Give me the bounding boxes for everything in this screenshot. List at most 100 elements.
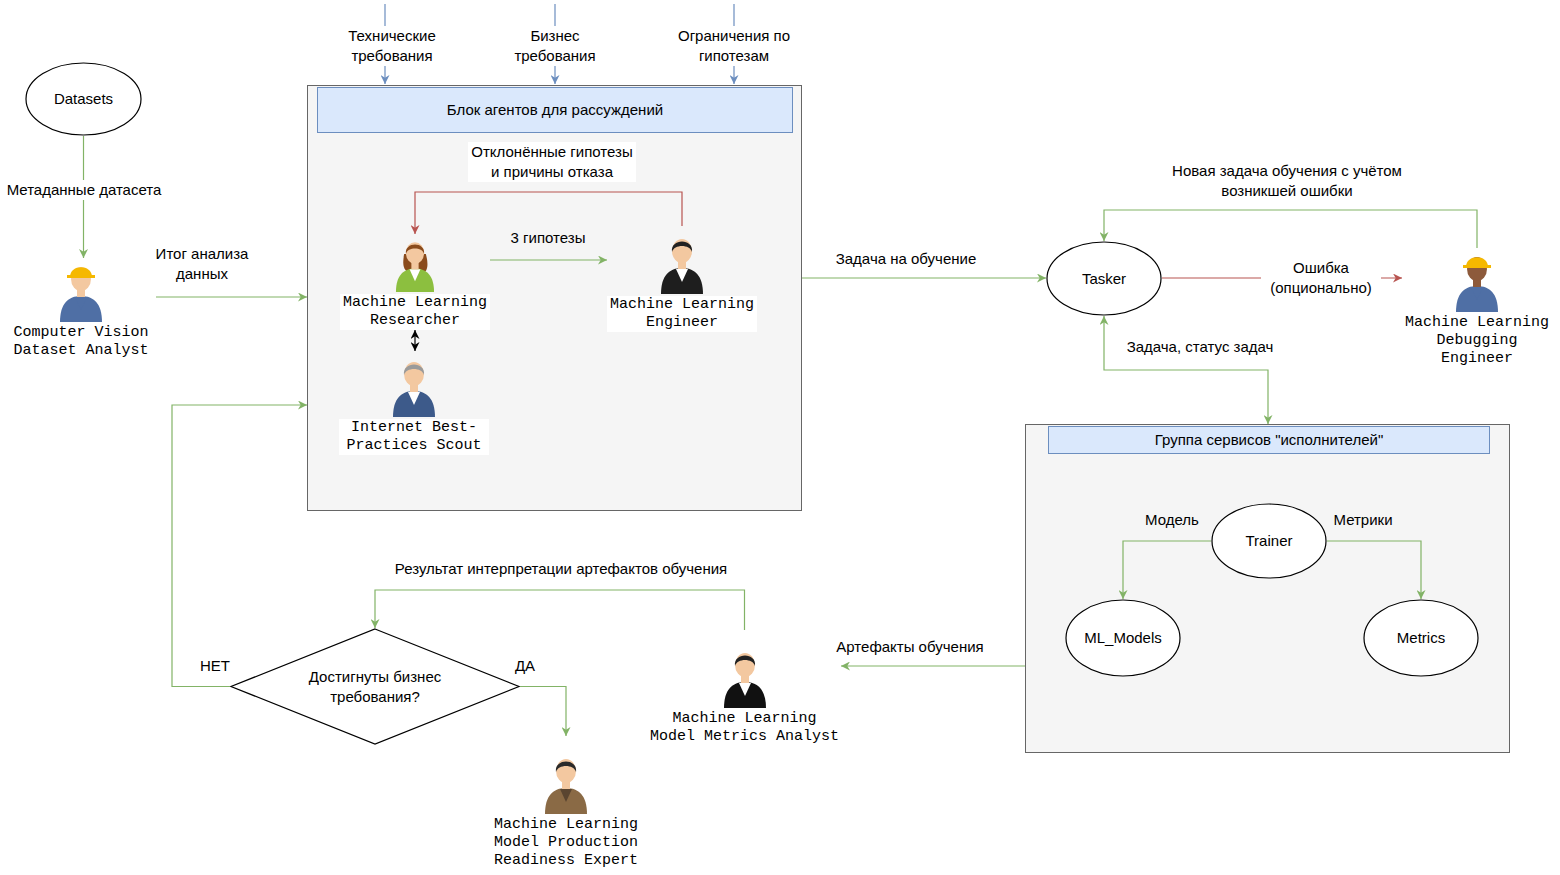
person-hair [734, 656, 754, 667]
edge-label: Ошибка (опционально) [1261, 258, 1381, 298]
service-ellipse: Trainer [1211, 503, 1327, 579]
person-icon [56, 258, 106, 322]
agent-person: Machine Learning Model Production Readin… [491, 736, 641, 870]
person-icon [1452, 248, 1502, 312]
person-head [735, 653, 755, 677]
person-collar [739, 683, 751, 696]
edge-label: Артефакты обучения [836, 637, 983, 657]
edge-label: ДА [515, 656, 535, 676]
person-body [393, 391, 435, 417]
edge-label: Итог анализа данных [132, 244, 272, 284]
header-band: Группа сервисов "исполнителей" [1048, 426, 1490, 454]
connector [1123, 541, 1211, 599]
person-hair [672, 242, 692, 253]
person-collar [410, 269, 421, 281]
agent-name: Internet Best-Practices Scout [339, 419, 489, 455]
agent-person: Machine Learning Engineer [607, 226, 757, 332]
edge-label: Модель [1145, 510, 1199, 530]
node-text: Trainer [1246, 531, 1293, 551]
person-collar [408, 392, 420, 405]
diamond-shape [231, 629, 519, 744]
edge-label: Отклонённые гипотезы и причины отказа [468, 142, 636, 182]
connector [415, 192, 682, 234]
person-collar [1471, 287, 1483, 300]
edge-label: 3 гипотезы [511, 228, 586, 248]
agent-person: Internet Best-Practices Scout [339, 351, 489, 455]
edge-label: Результат интерпретации артефактов обуче… [395, 559, 727, 579]
node-text: ML_Models [1084, 628, 1162, 648]
agent-name: Computer Vision Dataset Analyst [6, 324, 156, 360]
person-body [60, 296, 102, 322]
header-band: Блок агентов для рассуждений [317, 87, 793, 133]
agent-person: Machine Learning Researcher [340, 234, 490, 330]
storage-ellipse: Metrics [1363, 599, 1479, 677]
requirement-label: Ограничения по гипотезам [664, 26, 804, 66]
connector [375, 590, 745, 630]
agent-name: Machine Learning Engineer [607, 296, 757, 332]
person-body [545, 788, 587, 814]
agent-name: Machine Learning Model Production Readin… [491, 816, 641, 870]
edge-label: Новая задача обучения с учётом возникшей… [1172, 161, 1402, 201]
connector [156, 296, 307, 297]
person-body [1456, 286, 1498, 312]
node-text: Достигнуты бизнес требования? [295, 667, 455, 707]
edge-label: Задача на обучение [836, 249, 977, 269]
hard-hat-brim [67, 275, 95, 278]
hard-hat-brim [1463, 265, 1491, 268]
node-text: Tasker [1082, 269, 1126, 289]
ellipse-shape [1212, 504, 1326, 578]
node-text: Metrics [1397, 628, 1445, 648]
connector [1104, 210, 1477, 248]
connector [520, 687, 566, 737]
person-icon [541, 736, 591, 814]
connector [1104, 316, 1268, 424]
connector [1327, 541, 1421, 599]
agent-person: Machine Learning Debugging Engineer [1402, 248, 1552, 368]
requirement-label: Технические требования [342, 26, 442, 66]
node-text: Datasets [54, 89, 113, 109]
person-body [396, 268, 434, 292]
ellipse-shape [1047, 242, 1161, 315]
edge-label: Метаданные датасета [7, 180, 162, 200]
person-icon [657, 226, 707, 294]
person-icon [390, 234, 440, 292]
person-collar [676, 269, 688, 282]
edge-label: Задача, статус задач [1127, 337, 1274, 357]
connector [841, 665, 1025, 666]
decision-diamond: Достигнуты бизнес требования? [230, 628, 520, 745]
person-icon [389, 351, 439, 417]
person-hair [406, 244, 424, 254]
person-head [1467, 257, 1487, 281]
person-hair [556, 762, 576, 773]
person-body [724, 682, 766, 708]
ellipse-shape [1066, 600, 1180, 676]
ellipse-shape [26, 63, 141, 135]
ellipse-shape [1364, 600, 1478, 676]
connector [802, 277, 1046, 278]
agent-person: Machine Learning Model Metrics Analyst [648, 630, 841, 746]
person-hair [404, 365, 424, 376]
person-collar [560, 789, 572, 802]
person-head [406, 242, 424, 264]
agent-name: Machine Learning Model Metrics Analyst [648, 710, 841, 746]
person-body [661, 268, 703, 294]
person-collar [75, 297, 87, 310]
connector [414, 330, 415, 351]
dataset-ellipse: Datasets [25, 62, 142, 136]
person-head [71, 267, 91, 291]
person-head [404, 362, 424, 386]
connector [172, 405, 307, 687]
service-ellipse: Tasker [1046, 241, 1162, 316]
person-head [672, 239, 692, 263]
edge-label: Метрики [1333, 510, 1392, 530]
connector [490, 259, 607, 260]
diamond-outline [230, 628, 520, 745]
requirement-label: Бизнес требования [505, 26, 605, 66]
agent-person: Computer Vision Dataset Analyst [6, 258, 156, 360]
storage-ellipse: ML_Models [1065, 599, 1181, 677]
person-head [556, 759, 576, 783]
